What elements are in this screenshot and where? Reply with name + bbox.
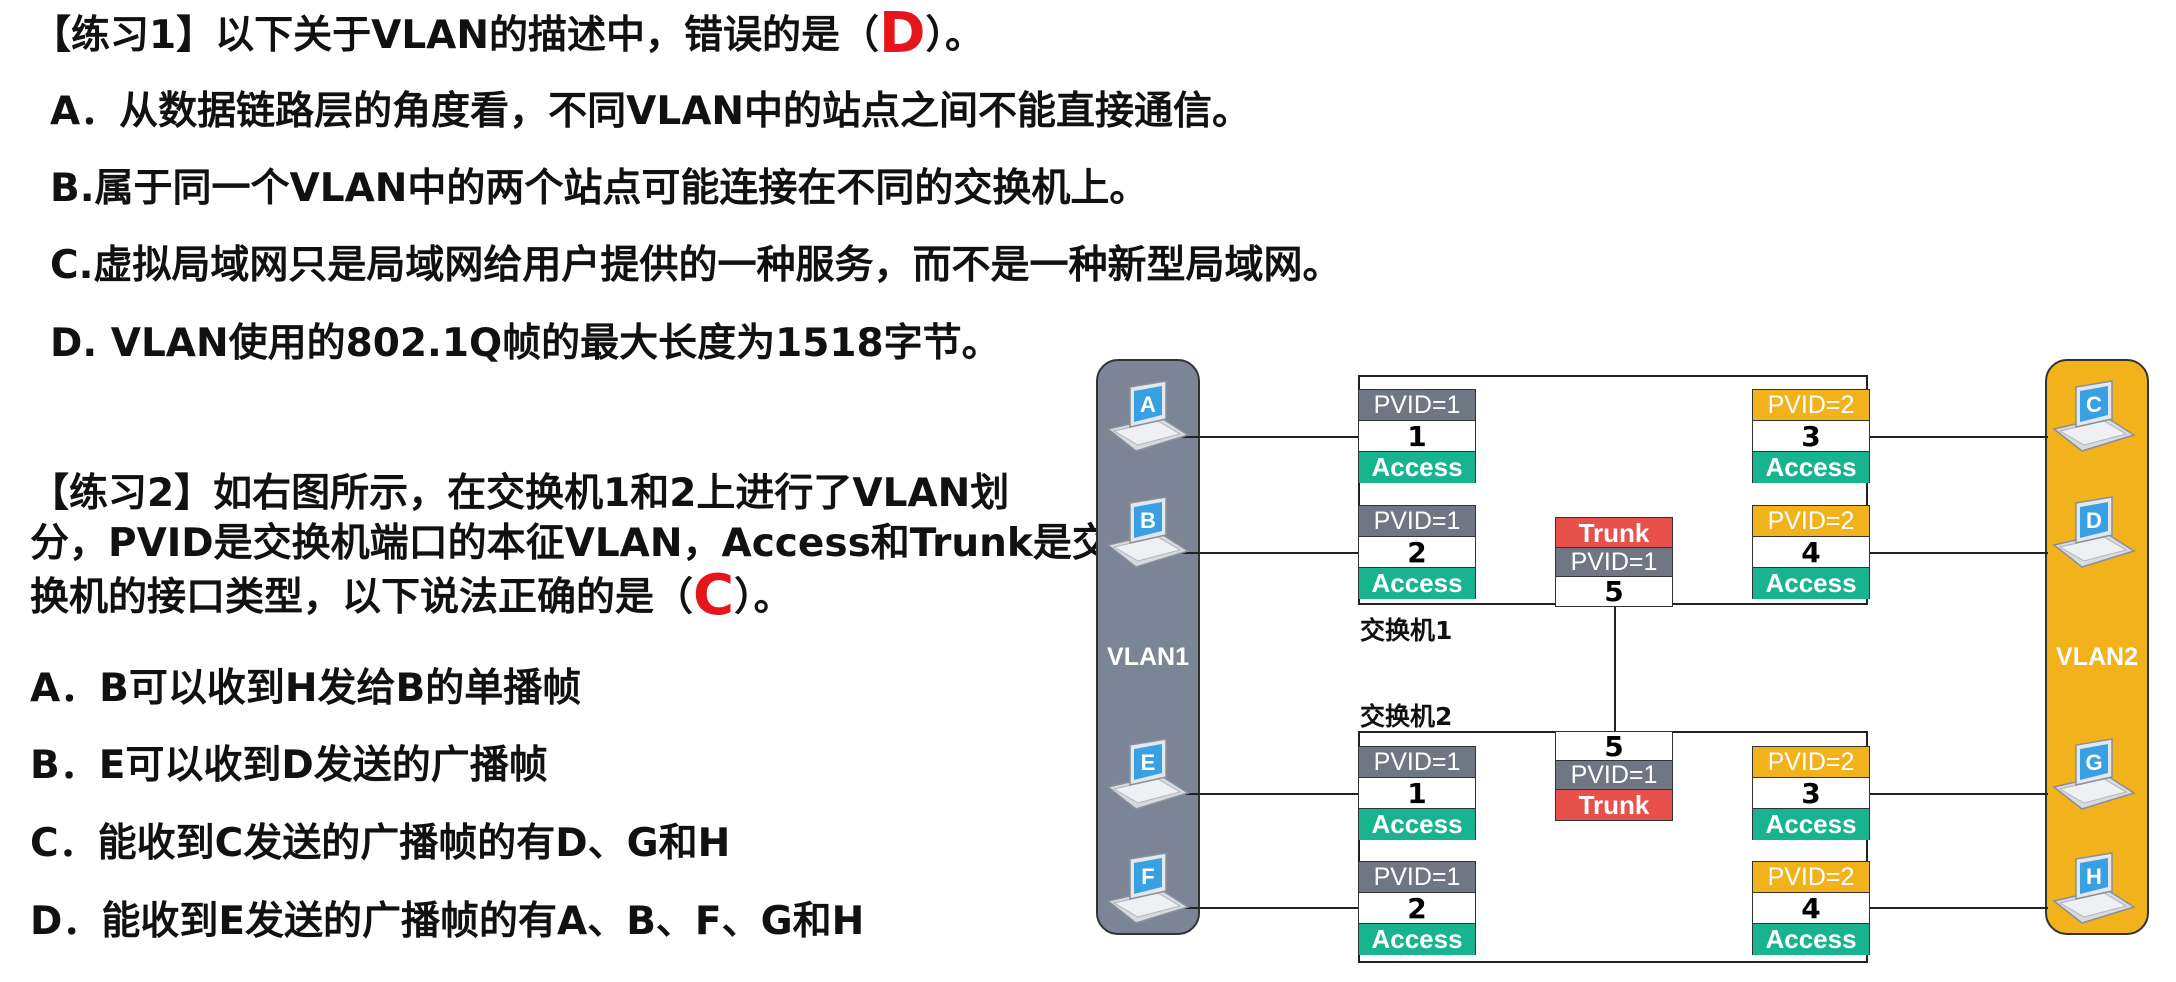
sw1-port-5-num: 5 — [1556, 577, 1672, 606]
vlan2-group: VLAN2 — [2045, 359, 2149, 935]
q1-stem-suffix: ）。 — [925, 13, 984, 58]
host-a-label: A — [1140, 392, 1156, 417]
q2-stem-line3-prefix: 换机的接口类型，以下说法正确的是（ — [30, 575, 694, 620]
sw1-port-3-num: 3 — [1753, 421, 1869, 452]
host-f-laptop-icon: F — [1104, 849, 1192, 927]
q2-stem-suffix: ）。 — [734, 575, 793, 620]
sw1-port-1-mode: Access — [1359, 452, 1475, 483]
wire-trunk-link — [1614, 605, 1616, 731]
wire-b-sw1p2 — [1182, 552, 1358, 554]
sw2-port-3-num: 3 — [1753, 778, 1869, 809]
q2-answer: C — [693, 563, 735, 628]
sw2-port-3-pvid: PVID=2 — [1753, 747, 1869, 778]
wire-sw2p3-g — [1868, 793, 2048, 795]
sw2-port-5-mode: Trunk — [1556, 790, 1672, 820]
sw1-port-1: PVID=1 1 Access — [1358, 389, 1476, 483]
wire-a-sw1p1 — [1182, 436, 1358, 438]
q2-stem-line1: 【练习2】如右图所示，在交换机1和2上进行了VLAN划 — [30, 471, 1010, 516]
q2-option-a: A．B可以收到H发给B的单播帧 — [30, 666, 582, 711]
vlan2-label: VLAN2 — [2056, 643, 2138, 671]
host-a-laptop-icon: A — [1104, 377, 1192, 455]
host-h-label: H — [2086, 864, 2102, 889]
sw2-port-4-mode: Access — [1753, 924, 1869, 955]
host-c-label: C — [2086, 392, 2102, 417]
sw1-port-5-trunk: Trunk PVID=1 5 — [1555, 517, 1673, 607]
q1-option-d: D. VLAN使用的802.1Q帧的最大长度为1518字节。 — [50, 321, 1001, 366]
sw1-port-1-pvid: PVID=1 — [1359, 390, 1475, 421]
host-g-label: G — [2085, 750, 2102, 775]
sw1-port-3-mode: Access — [1753, 452, 1869, 483]
sw2-port-1-mode: Access — [1359, 809, 1475, 840]
host-e-label: E — [1141, 750, 1156, 775]
sw1-port-2: PVID=1 2 Access — [1358, 505, 1476, 599]
sw2-port-1-num: 1 — [1359, 778, 1475, 809]
sw1-port-4-pvid: PVID=2 — [1753, 506, 1869, 537]
q1-stem-prefix: 【练习1】以下关于VLAN的描述中，错误的是（ — [32, 13, 879, 58]
wire-f-sw2p2 — [1182, 907, 1358, 909]
host-f-label: F — [1141, 864, 1154, 889]
q1-option-c: C.虚拟局域网只是局域网给用户提供的一种服务，而不是一种新型局域网。 — [50, 243, 1342, 288]
wire-sw2p4-h — [1868, 907, 2048, 909]
q2-option-d: D．能收到E发送的广播帧的有A、B、F、G和H — [30, 899, 865, 944]
sw1-port-4: PVID=2 4 Access — [1752, 505, 1870, 599]
q1-answer: D — [879, 1, 926, 66]
sw1-port-2-mode: Access — [1359, 568, 1475, 599]
q2-stem-line3: 换机的接口类型，以下说法正确的是（C）。 — [30, 563, 793, 628]
sw2-port-3: PVID=2 3 Access — [1752, 746, 1870, 840]
host-d-laptop-icon: D — [2050, 493, 2138, 571]
vlan1-label: VLAN1 — [1107, 643, 1189, 671]
sw2-port-2: PVID=1 2 Access — [1358, 861, 1476, 955]
sw2-port-4-pvid: PVID=2 — [1753, 862, 1869, 893]
switch2-label: 交换机2 — [1360, 702, 1453, 731]
sw1-port-5-pvid: PVID=1 — [1556, 548, 1672, 577]
wire-sw1p4-d — [1868, 552, 2048, 554]
wire-sw1p3-c — [1868, 436, 2048, 438]
vlan1-group: VLAN1 — [1096, 359, 1200, 935]
q1-stem: 【练习1】以下关于VLAN的描述中，错误的是（D）。 — [32, 1, 984, 66]
q1-option-b: B.属于同一个VLAN中的两个站点可能连接在不同的交换机上。 — [50, 166, 1149, 211]
sw1-port-4-mode: Access — [1753, 568, 1869, 599]
sw2-port-1-pvid: PVID=1 — [1359, 747, 1475, 778]
q2-option-c: C．能收到C发送的广播帧的有D、G和H — [30, 821, 731, 866]
sw2-port-2-pvid: PVID=1 — [1359, 862, 1475, 893]
sw2-port-4: PVID=2 4 Access — [1752, 861, 1870, 955]
sw2-port-2-mode: Access — [1359, 924, 1475, 955]
q2-stem-line2: 分，PVID是交换机端口的本征VLAN，Access和Trunk是交 — [30, 521, 1111, 566]
host-d-label: D — [2086, 508, 2102, 533]
sw1-port-4-num: 4 — [1753, 537, 1869, 568]
host-c-laptop-icon: C — [2050, 377, 2138, 455]
sw2-port-5-trunk: 5 PVID=1 Trunk — [1555, 731, 1673, 821]
host-b-label: B — [1140, 508, 1156, 533]
sw1-port-2-pvid: PVID=1 — [1359, 506, 1475, 537]
vlan-network-diagram: VLAN1 VLAN2 交换机1 交换机2 PVID=1 1 Access PV… — [1090, 355, 2170, 970]
host-e-laptop-icon: E — [1104, 735, 1192, 813]
sw2-port-1: PVID=1 1 Access — [1358, 746, 1476, 840]
sw2-port-2-num: 2 — [1359, 893, 1475, 924]
sw2-port-5-num: 5 — [1556, 732, 1672, 761]
host-g-laptop-icon: G — [2050, 735, 2138, 813]
switch1-label: 交换机1 — [1360, 616, 1453, 645]
host-h-laptop-icon: H — [2050, 849, 2138, 927]
sw1-port-1-num: 1 — [1359, 421, 1475, 452]
wire-e-sw2p1 — [1182, 793, 1358, 795]
q2-option-b: B．E可以收到D发送的广播帧 — [30, 743, 548, 788]
host-b-laptop-icon: B — [1104, 493, 1192, 571]
sw1-port-2-num: 2 — [1359, 537, 1475, 568]
sw1-port-3: PVID=2 3 Access — [1752, 389, 1870, 483]
sw1-port-3-pvid: PVID=2 — [1753, 390, 1869, 421]
sw2-port-5-pvid: PVID=1 — [1556, 761, 1672, 790]
sw1-port-5-mode: Trunk — [1556, 518, 1672, 548]
q1-option-a: A．从数据链路层的角度看，不同VLAN中的站点之间不能直接通信。 — [50, 89, 1252, 134]
sw2-port-4-num: 4 — [1753, 893, 1869, 924]
sw2-port-3-mode: Access — [1753, 809, 1869, 840]
